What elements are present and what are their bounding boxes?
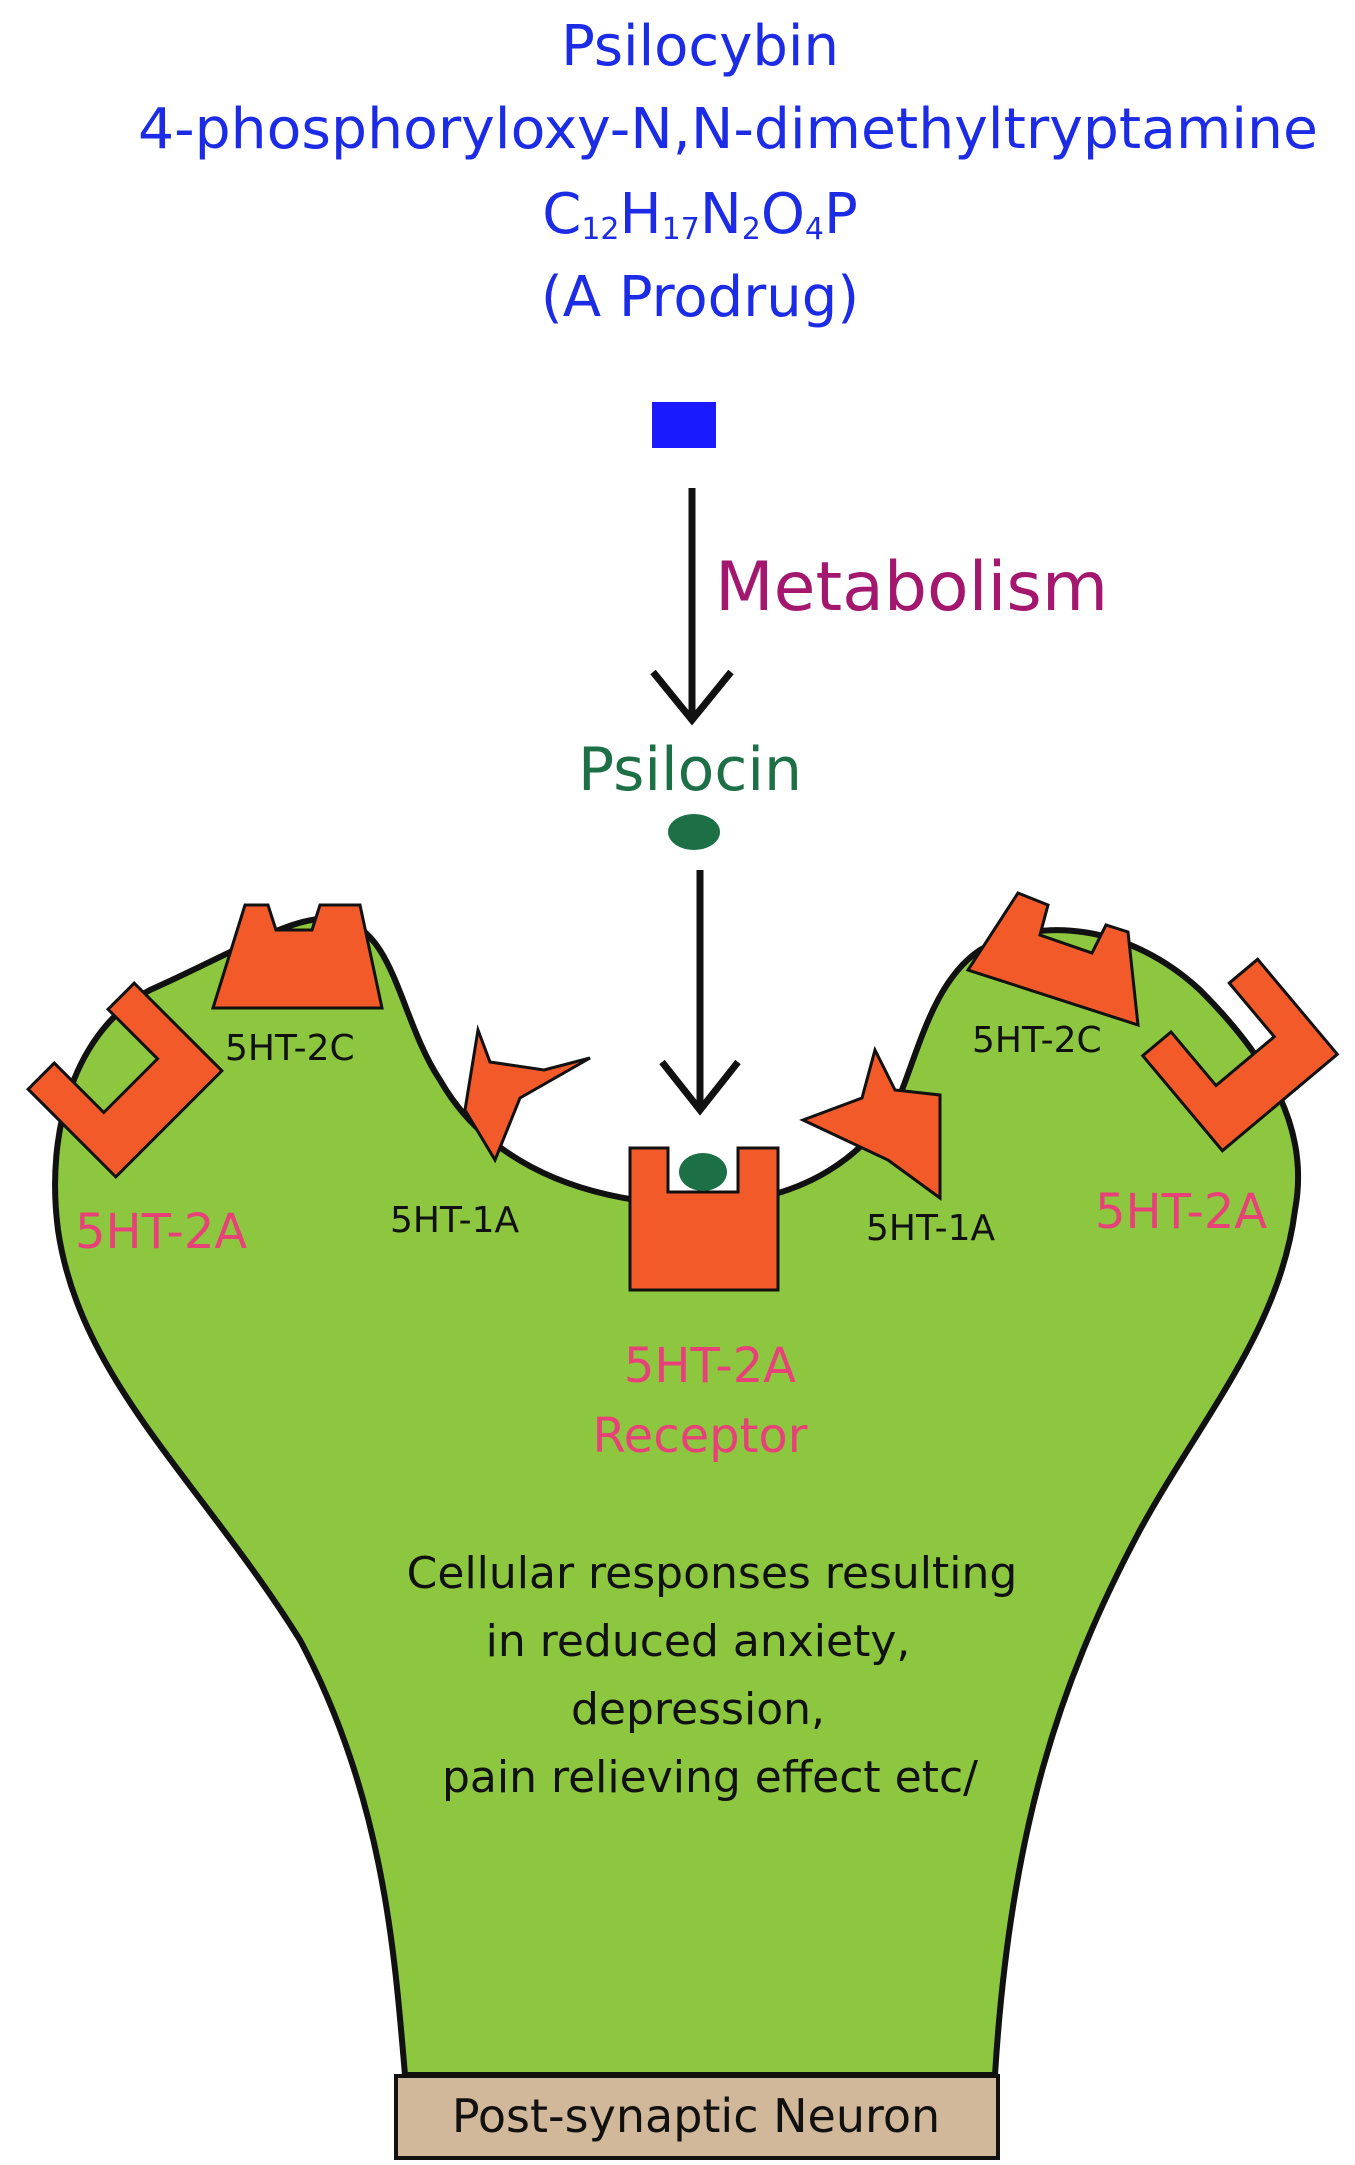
prodrug-note: (A Prodrug): [541, 265, 859, 330]
left-5ht2a-receptor: [26, 981, 224, 1179]
left-5ht2c-label: 5HT-2C: [225, 1028, 355, 1069]
response-line-2: in reduced anxiety,: [486, 1616, 911, 1667]
center-receptor-label: Receptor: [592, 1408, 807, 1464]
left-5ht2a-label: 5HT-2A: [75, 1204, 247, 1260]
neuron-label: Post-synaptic Neuron: [452, 2089, 940, 2143]
left-5ht1a-label: 5HT-1A: [390, 1200, 520, 1241]
response-line-3: depression,: [571, 1684, 825, 1735]
right-5ht2c-receptor: [965, 891, 1140, 1028]
formula-subscript: 4: [805, 212, 824, 247]
right-5ht1a-label: 5HT-1A: [866, 1208, 996, 1249]
metabolism-arrow: [650, 488, 734, 726]
right-5ht2c-label: 5HT-2C: [972, 1020, 1102, 1061]
prodrug-iupac-name: 4-phosphoryloxy-N,N-dimethyltryptamine: [138, 97, 1318, 162]
prodrug-name: Psilocybin: [561, 14, 839, 79]
prodrug-marker: [652, 402, 716, 448]
center-5ht2a-receptor: [628, 1146, 780, 1292]
formula-element: C: [542, 182, 581, 247]
response-line-4: pain relieving effect etc/: [442, 1752, 978, 1803]
formula-element: O: [761, 182, 805, 247]
prodrug-formula: C12H17N2O4P: [542, 182, 858, 247]
formula-element: P: [824, 182, 858, 247]
right-5ht2a-receptor: [1140, 957, 1340, 1153]
formula-subscript: 2: [742, 212, 761, 247]
right-5ht1a-receptor: [799, 1045, 942, 1201]
response-line-1: Cellular responses resulting: [407, 1548, 1018, 1599]
formula-subscript: 17: [662, 212, 700, 247]
bound-psilocin: [679, 1153, 727, 1191]
formula-element: N: [700, 182, 742, 247]
metabolism-label: Metabolism: [715, 548, 1108, 627]
formula-subscript: 12: [581, 212, 619, 247]
binding-arrow: [659, 870, 741, 1116]
psilocin-label: Psilocin: [578, 735, 802, 805]
center-5ht2a-label: 5HT-2A: [624, 1338, 796, 1394]
neuron-base: [394, 2074, 1000, 2160]
psilocin-molecule: [668, 814, 720, 850]
right-5ht2a-label: 5HT-2A: [1095, 1184, 1267, 1240]
left-5ht2c-receptor: [210, 903, 384, 1010]
neuron-body: [52, 915, 1302, 2078]
left-5ht1a-receptor: [463, 1024, 591, 1164]
formula-element: H: [620, 182, 662, 247]
